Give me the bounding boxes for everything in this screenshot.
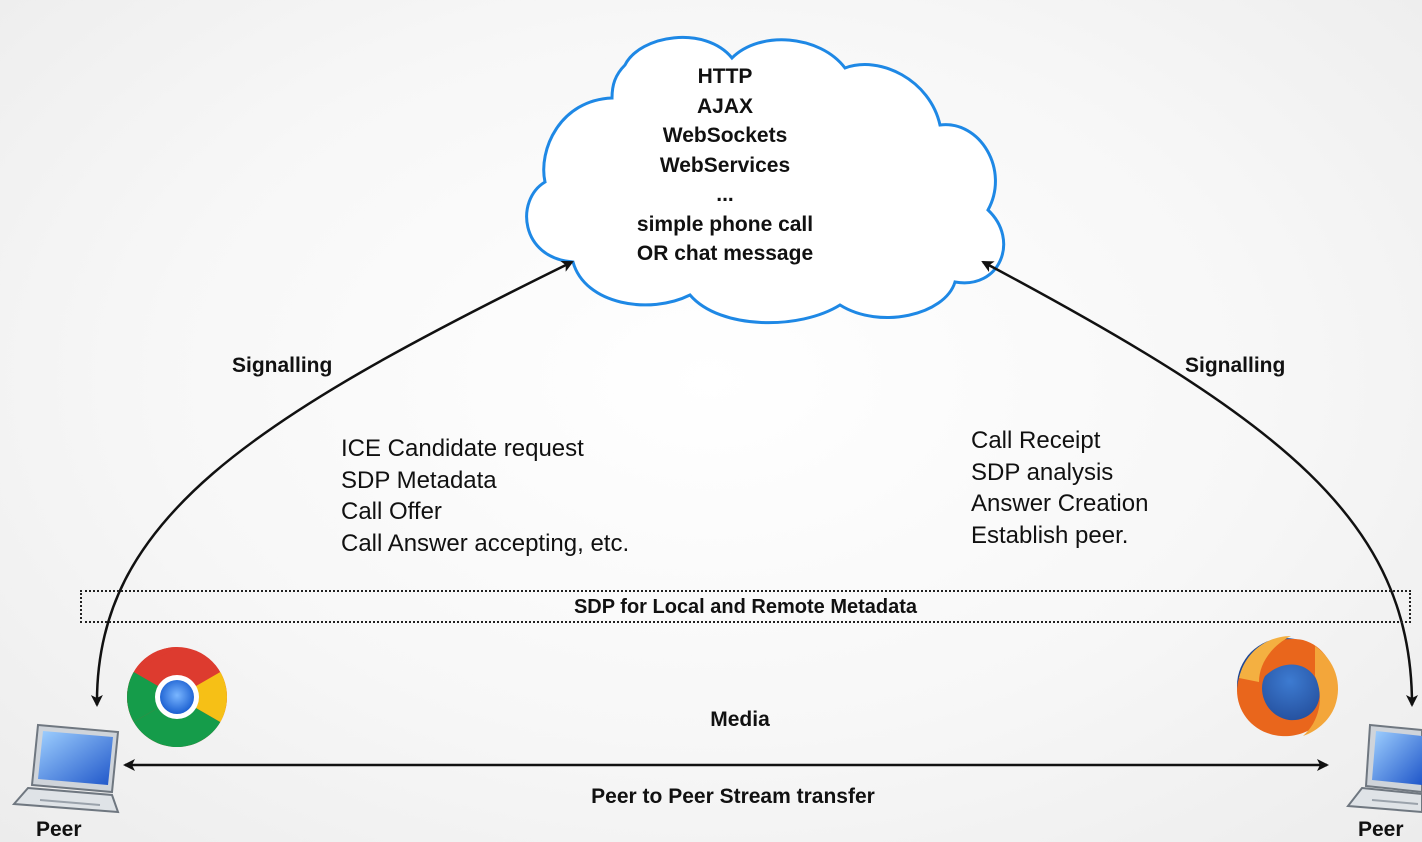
cloud-shape [525, 35, 1006, 325]
note-line: Call Answer accepting, etc. [341, 529, 630, 557]
cloud-line: AJAX [696, 94, 754, 118]
note-line: Establish peer. [971, 521, 1129, 549]
note-line: SDP analysis [971, 458, 1114, 486]
note-line: ICE Candidate request [341, 435, 584, 462]
cloud-line: ... [716, 183, 734, 206]
firefox-logo-icon [1237, 636, 1339, 737]
right-laptop-icon [1346, 723, 1422, 814]
note-line: Call Offer [341, 498, 442, 525]
note-line: Answer Creation [971, 490, 1149, 517]
cloud-line: OR chat message [636, 242, 814, 265]
cloud-line: WebSockets [662, 124, 788, 147]
right-signalling-label: Signalling [1185, 354, 1286, 377]
cloud-line: simple phone call [636, 212, 814, 236]
left-laptop-icon [11, 723, 120, 814]
chrome-logo-icon [127, 647, 227, 747]
right-signalling-notes: Call Receipt SDP analysis Answer Creatio… [971, 425, 1148, 551]
right-signalling-arrow [981, 260, 1418, 707]
sdp-metadata-box: SDP for Local and Remote Metadata [80, 590, 1411, 623]
right-peer-label: Peer [1358, 818, 1404, 841]
stream-transfer-label: Peer to Peer Stream transfer [591, 785, 875, 808]
left-signalling-arrow [90, 260, 574, 707]
note-line: SDP Metadata [341, 466, 497, 494]
cloud-line: HTTP [697, 65, 753, 88]
left-peer-label: Peer [36, 818, 82, 841]
media-label: Media [710, 708, 770, 731]
left-signalling-notes: ICE Candidate request SDP Metadata Call … [341, 433, 629, 559]
cloud-line: WebServices [659, 153, 791, 177]
note-line: Call Receipt [971, 427, 1101, 454]
cloud-protocol-list: HTTP AJAX WebSockets WebServices ... sim… [600, 62, 850, 269]
left-signalling-label: Signalling [232, 354, 333, 377]
